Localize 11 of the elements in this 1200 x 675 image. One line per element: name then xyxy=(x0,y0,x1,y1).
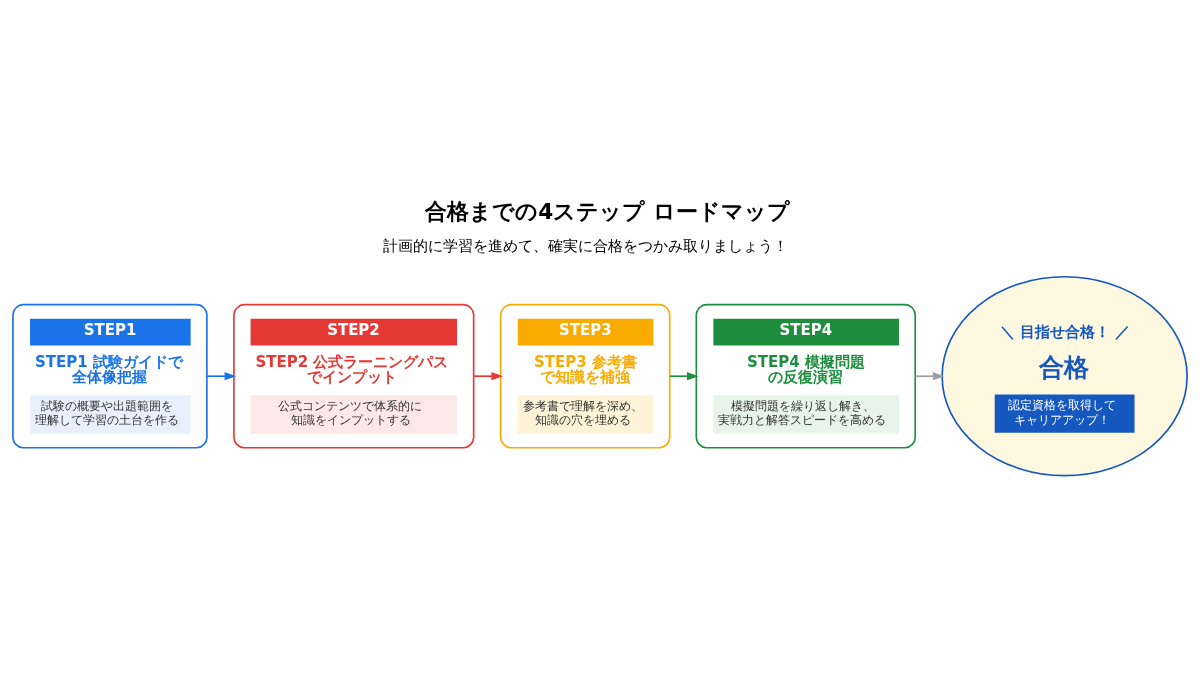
node-box: STEP1 STEP1 試験ガイドで全体像把握 試験の概要や出題範囲を理解して学習の土台を作る xyxy=(12,303,208,449)
label: 計画的に学習を進めて、確実に合格をつかみ取りましょう！ xyxy=(382,237,788,256)
arrow xyxy=(206,372,237,381)
node-box: STEP2 STEP2 公式ラーニングパスでインプット 公式コンテンツで体系的に知識をインプットする xyxy=(233,303,475,449)
node-box: STEP4 STEP4 模擬問題の反復演習 模擬問題を繰り返し解き、実戦力と解答スピードを高める xyxy=(695,303,917,449)
arrow xyxy=(914,372,945,381)
node-ellipse: ＼ 目指せ合格！ ／ 合格 認定資格を取得してキャリアアップ！ xyxy=(941,275,1188,477)
node-box: STEP3 STEP3 参考書で知識を補強 参考書で理解を深め、知識の穴を埋める xyxy=(499,303,671,449)
diagram-title: 合格までの4ステップ ロードマップ xyxy=(425,199,790,225)
arrow xyxy=(472,372,504,381)
arrow xyxy=(669,372,699,381)
